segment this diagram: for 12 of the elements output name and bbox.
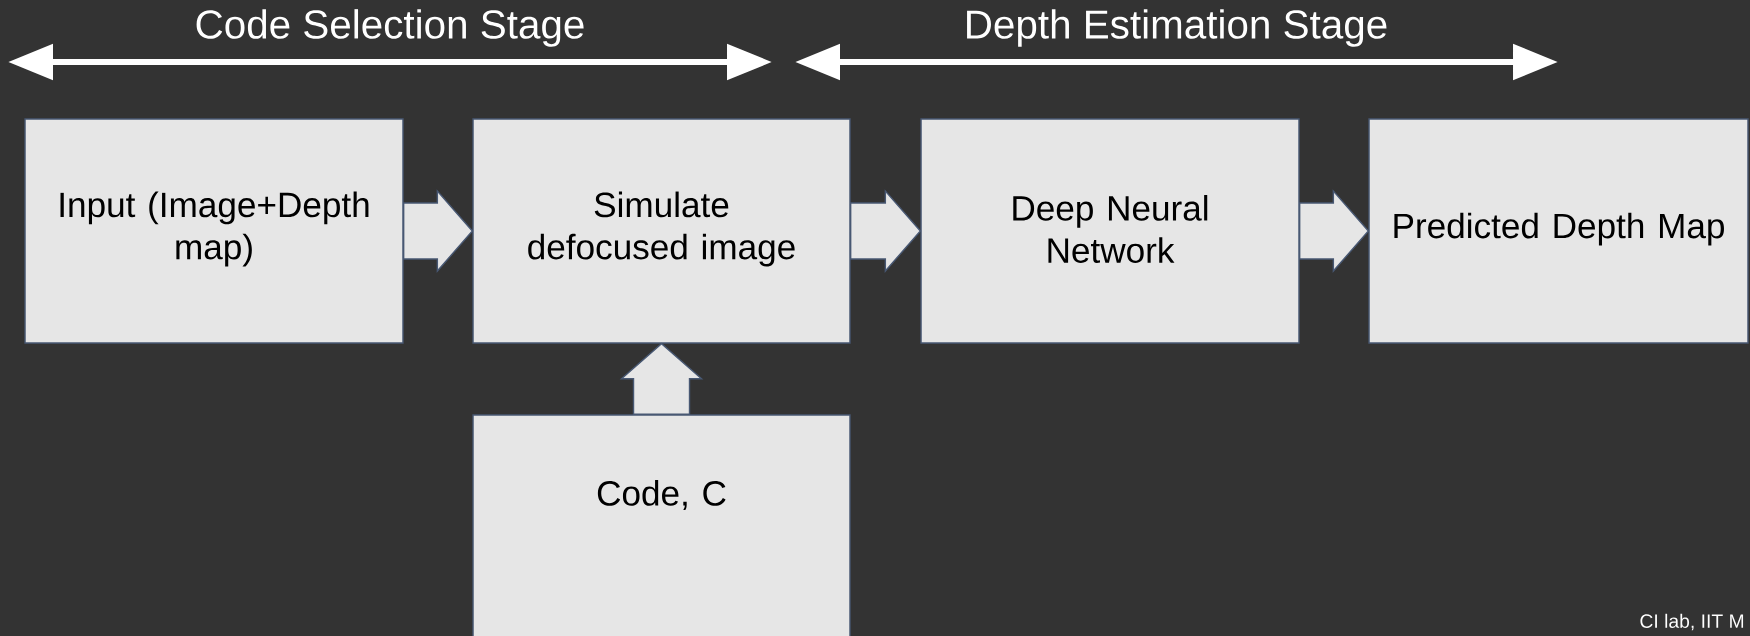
process-box: Input (Image+Depth map) bbox=[24, 118, 404, 344]
block-arrow bbox=[402, 189, 474, 273]
process-box: Code, C bbox=[472, 414, 851, 636]
stage-label: Depth Estimation Stage bbox=[967, 9, 1387, 47]
process-box: Deep Neural Network bbox=[920, 118, 1300, 344]
process-box: Predicted Depth Map bbox=[1368, 118, 1749, 344]
footer-text: CI lab, IIT M bbox=[1640, 613, 1744, 631]
stage-label: Code Selection Stage bbox=[196, 9, 584, 47]
block-arrow bbox=[849, 189, 922, 273]
process-box: Simulate defocused image bbox=[472, 118, 851, 344]
block-arrow bbox=[1298, 189, 1370, 273]
block-arrow bbox=[619, 342, 704, 416]
